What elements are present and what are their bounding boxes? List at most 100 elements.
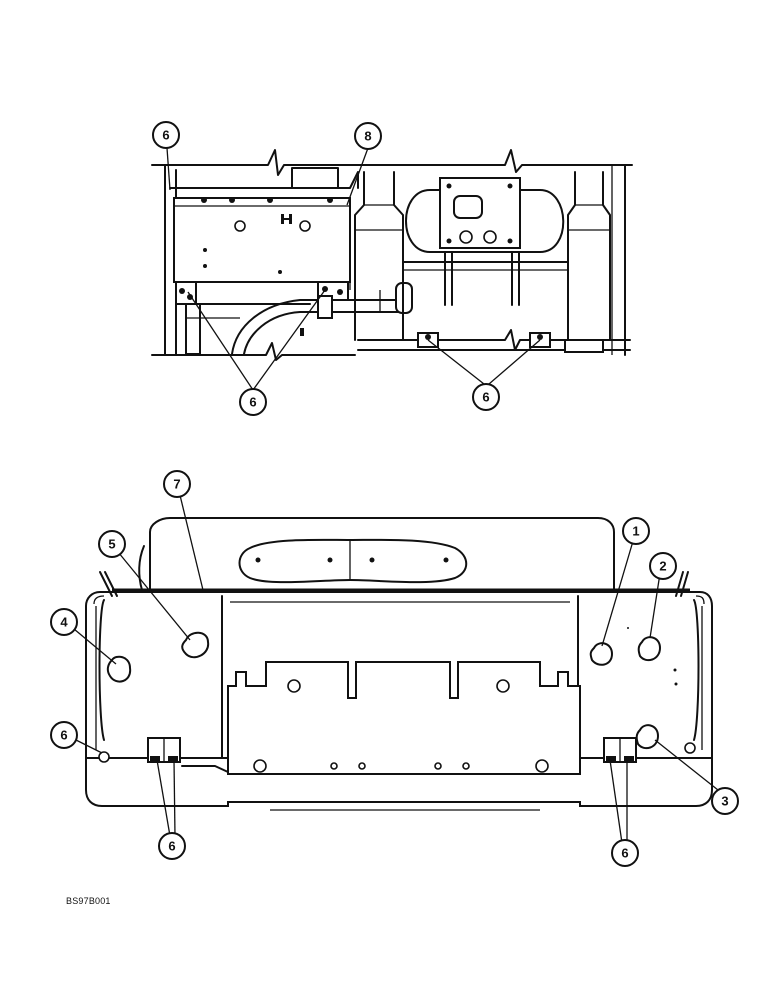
dot [674,682,678,686]
front-lip [85,757,713,807]
callout-label: 8 [364,129,371,144]
plate-hole [287,679,301,693]
callout-4: 4 [50,608,78,636]
leader-line [67,623,117,665]
top-view [151,147,633,391]
callout-6-top-lower-left: 6 [239,388,267,416]
handle-grip [238,538,468,584]
corner-bolt-left [98,751,110,763]
plate-bolt [507,183,513,189]
upper-bracket [291,167,339,189]
callout-5: 5 [98,530,126,558]
frame-bottom-rail-left [151,342,356,361]
left-hinge [138,545,145,591]
leader-line [346,147,369,206]
decal-1 [589,642,614,666]
plate-window [453,195,483,219]
lower-plate [227,661,581,803]
callout-3: 3 [711,787,739,815]
plate-bolt [446,238,452,244]
callout-label: 5 [108,537,115,552]
left-lever [99,571,113,597]
bolt [201,197,207,203]
plate-hole [535,759,549,773]
callout-6-top-lower-right: 6 [472,383,500,411]
right-rail [693,599,700,741]
bracket-bolt [337,289,343,295]
leader-line [177,486,204,591]
lower-post [185,303,201,355]
column-right-edge [393,171,404,341]
frame-top-rail [151,149,633,176]
control-box [173,197,351,283]
left-lever [104,571,118,597]
left-rail [98,599,105,741]
leader-line [166,147,171,191]
leader-line [187,291,254,391]
leader-line [488,339,541,385]
bottom-view [67,486,719,844]
crossbar-block [564,339,604,353]
latch-right-tab [624,756,634,761]
dot [627,627,629,629]
right-column-right-edge [602,171,611,341]
leader-line [609,759,623,844]
plate-small-hole [358,762,366,770]
plate-port [459,230,473,244]
callout-6-bottom-right: 6 [611,839,639,867]
callout-label: 6 [621,846,628,861]
bracket-bolt [187,294,193,300]
bolt [267,197,273,203]
decal-4 [106,655,132,683]
grip-rivet [443,557,449,563]
right-lever [675,571,684,597]
latch-left-tab [150,756,160,761]
rivet [203,264,207,268]
plate-small-hole [330,762,338,770]
decal-2 [637,636,662,662]
callout-label: 7 [173,477,180,492]
callout-label: 6 [249,395,256,410]
plate-small-hole [434,762,442,770]
rivet [278,270,282,274]
callout-label: 6 [60,728,67,743]
callout-6-top-left: 6 [152,121,180,149]
callout-8-top: 8 [354,122,382,150]
decal-3 [635,724,660,750]
callout-6-bottom-left: 6 [158,832,186,860]
callout-1: 1 [622,517,650,545]
rivet [203,248,207,252]
leader-line [601,530,637,647]
hose-inner [243,311,319,355]
callout-label: 4 [60,615,68,630]
clip-bolt [537,334,543,340]
right-column-left-edge [567,171,576,341]
leader-line [173,759,176,837]
leader-line [252,289,326,391]
leader-line [427,339,485,385]
bracket-bolt [179,288,185,294]
hose-clip [300,328,304,336]
callout-label: 2 [659,559,666,574]
control-box-hole [234,220,246,232]
plate-small-hole [462,762,470,770]
plate-bolt [507,238,513,244]
column-left-edge [354,171,365,341]
leader-line [113,546,191,641]
latch-left-tab [168,756,178,761]
callout-label: 6 [482,390,489,405]
corner-bolt-right [684,742,696,754]
dot [673,668,677,672]
pan-corner [695,595,705,605]
pan-corner [93,595,105,605]
latch-right-tab [606,756,616,761]
leader-line [654,739,719,791]
callout-label: 6 [168,839,175,854]
leader-line [156,759,171,837]
upper-cross-member [169,171,359,189]
callout-label: 1 [632,524,639,539]
grip-rivet [255,557,261,563]
latch-strap [181,765,229,773]
grip-rivet [327,557,333,563]
